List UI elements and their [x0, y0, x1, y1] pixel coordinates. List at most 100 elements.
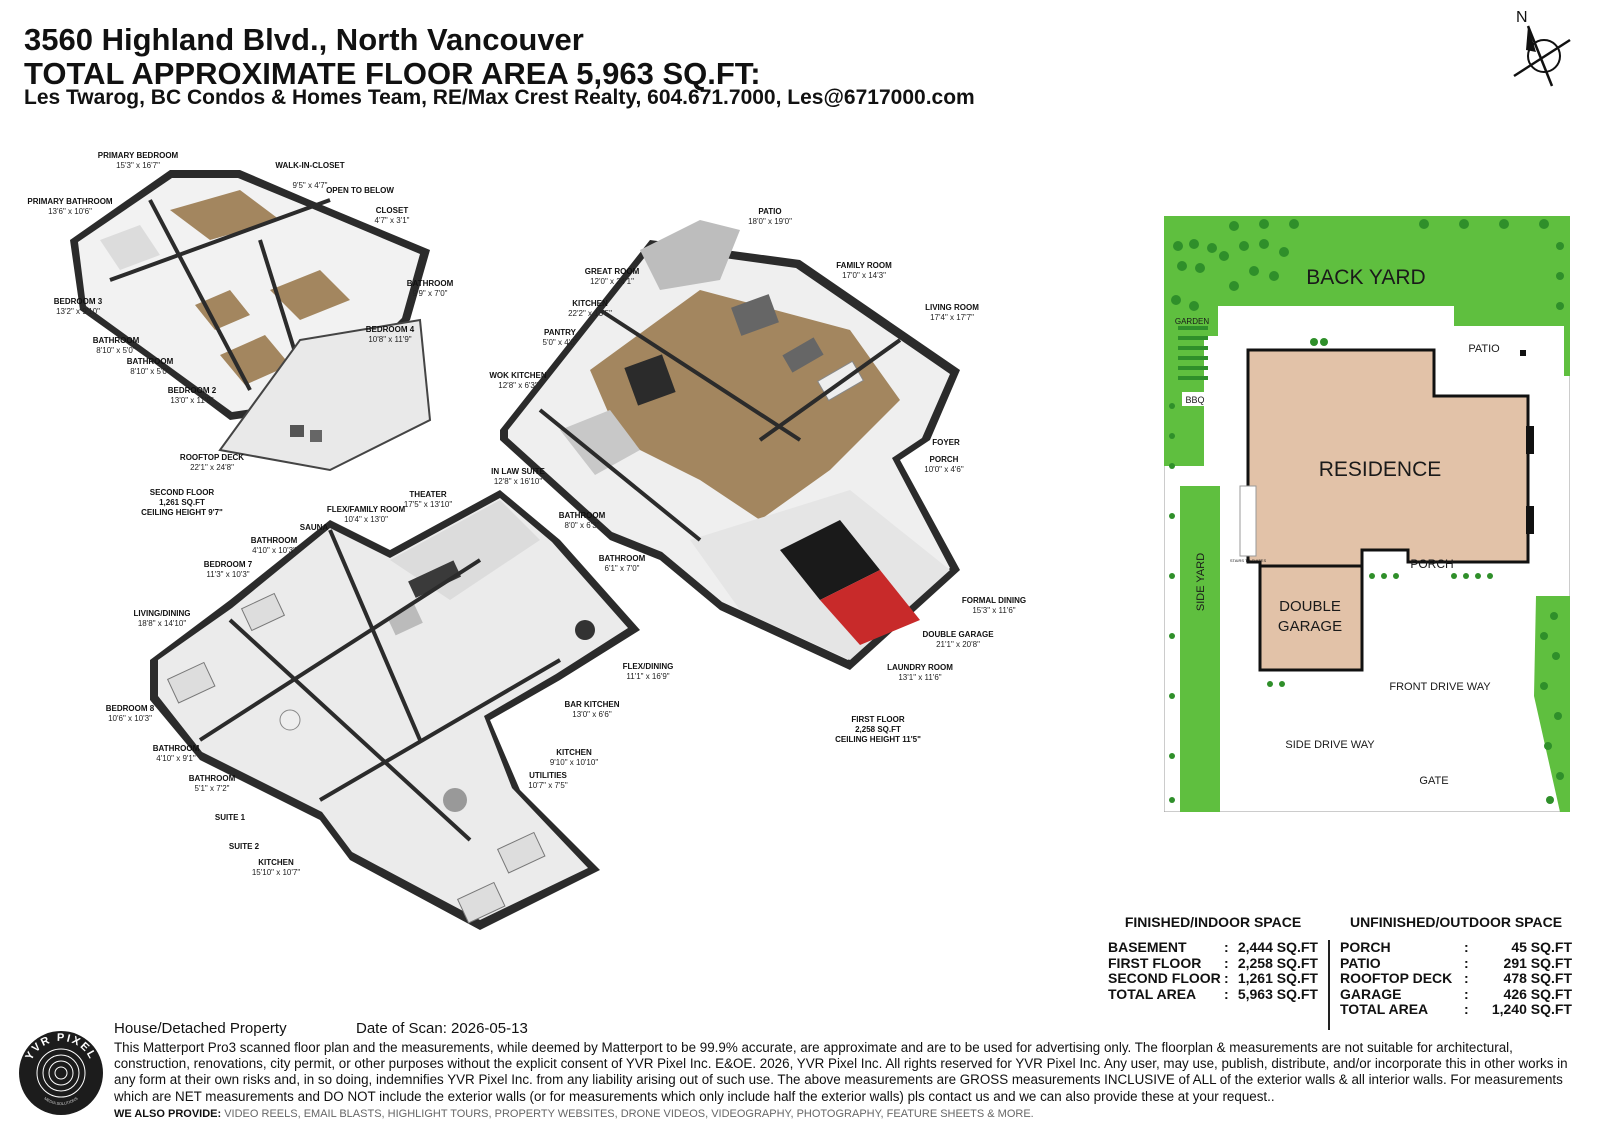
- total-area-title: TOTAL APPROXIMATE FLOOR AREA 5,963 SQ.FT…: [24, 56, 761, 91]
- room-label: PRIMARY BEDROOM: [98, 151, 179, 160]
- svg-text:4'10" x 10'3": 4'10" x 10'3": [252, 546, 296, 555]
- svg-text:SUITE 1: SUITE 1: [215, 813, 246, 822]
- address-title: 3560 Highland Blvd., North Vancouver: [24, 22, 584, 57]
- table-row: PORCH:45 SQ.FT: [1340, 939, 1572, 955]
- svg-text:STAIRS TO SUITES: STAIRS TO SUITES: [1230, 558, 1267, 563]
- svg-text:BATHROOM: BATHROOM: [127, 357, 174, 366]
- svg-text:11'3" x 10'3": 11'3" x 10'3": [206, 570, 249, 579]
- svg-text:10'0" x 4'6": 10'0" x 4'6": [924, 465, 964, 474]
- svg-text:BAR KITCHEN: BAR KITCHEN: [564, 700, 619, 709]
- svg-text:2,258 SQ.FT: 2,258 SQ.FT: [855, 725, 901, 734]
- svg-text:LAUNDRY ROOM: LAUNDRY ROOM: [887, 663, 953, 672]
- svg-text:UTILITIES: UTILITIES: [529, 771, 567, 780]
- svg-text:LIVING/DINING: LIVING/DINING: [134, 609, 191, 618]
- svg-text:PORCH: PORCH: [930, 455, 959, 464]
- svg-text:ROOFTOP DECK: ROOFTOP DECK: [180, 453, 244, 462]
- compass-north-label: N: [1516, 9, 1528, 26]
- svg-text:4'10" x 9'1": 4'10" x 9'1": [156, 754, 196, 763]
- finished-space-table: FINISHED/INDOOR SPACE BASEMENT:2,444 SQ.…: [1108, 914, 1318, 1002]
- svg-text:10'6" x 10'3": 10'6" x 10'3": [108, 714, 152, 723]
- svg-text:IN LAW SUITE: IN LAW SUITE: [491, 467, 545, 476]
- svg-text:FAMILY ROOM: FAMILY ROOM: [836, 261, 892, 270]
- floor-plans-3d: PRIMARY BEDROOM 15'3" x 16'7" WALK-IN-CL…: [27, 151, 1026, 930]
- svg-text:1,261 SQ.FT: 1,261 SQ.FT: [159, 498, 205, 507]
- svg-text:8'10" x 5'0": 8'10" x 5'0": [96, 346, 136, 355]
- table-row: ROOFTOP DECK:478 SQ.FT: [1340, 970, 1572, 986]
- services-label: WE ALSO PROVIDE:: [114, 1108, 222, 1120]
- svg-text:BATHROOM: BATHROOM: [93, 336, 140, 345]
- svg-text:17'4" x 17'7": 17'4" x 17'7": [930, 313, 974, 322]
- svg-text:BATHROOM: BATHROOM: [153, 744, 200, 753]
- svg-text:4'7" x 3'1": 4'7" x 3'1": [375, 216, 410, 225]
- svg-text:SAUNA: SAUNA: [300, 523, 329, 532]
- svg-text:BATHROOM: BATHROOM: [407, 279, 454, 288]
- svg-text:FORMAL DINING: FORMAL DINING: [962, 596, 1026, 605]
- svg-text:BBQ: BBQ: [1185, 395, 1204, 405]
- svg-text:GARAGE: GARAGE: [1278, 618, 1342, 635]
- site-plan: BACK YARD GARDEN PATIO BBQ RESIDENCE SID…: [1164, 216, 1570, 812]
- svg-text:FLEX/FAMILY ROOM: FLEX/FAMILY ROOM: [327, 505, 406, 514]
- svg-text:15'3" x 11'6": 15'3" x 11'6": [972, 606, 1015, 615]
- svg-text:BATHROOM: BATHROOM: [599, 554, 646, 563]
- svg-text:13'0" x 6'6": 13'0" x 6'6": [572, 710, 612, 719]
- svg-text:17'5" x 13'10": 17'5" x 13'10": [404, 500, 452, 509]
- svg-text:OPEN TO BELOW: OPEN TO BELOW: [326, 186, 394, 195]
- svg-text:8'0" x 6'3": 8'0" x 6'3": [565, 521, 600, 530]
- svg-text:FRONT DRIVE WAY: FRONT DRIVE WAY: [1389, 681, 1491, 693]
- svg-text:6'1" x 7'0": 6'1" x 7'0": [605, 564, 640, 573]
- svg-text:10'4" x 13'0": 10'4" x 13'0": [344, 515, 388, 524]
- svg-text:PATIO: PATIO: [1468, 343, 1500, 355]
- svg-text:LIVING ROOM: LIVING ROOM: [925, 303, 979, 312]
- svg-text:FIRST FLOOR: FIRST FLOOR: [851, 715, 905, 724]
- svg-text:GREAT ROOM: GREAT ROOM: [585, 267, 640, 276]
- svg-text:17'0" x 14'3": 17'0" x 14'3": [842, 271, 886, 280]
- svg-text:DOUBLE GARAGE: DOUBLE GARAGE: [922, 630, 994, 639]
- svg-text:KITCHEN: KITCHEN: [556, 748, 592, 757]
- table-row: PATIO:291 SQ.FT: [1340, 954, 1572, 971]
- svg-text:12'8" x 6'3": 12'8" x 6'3": [498, 381, 538, 390]
- table-row: FIRST FLOOR:2,258 SQ.FT: [1108, 954, 1318, 971]
- svg-text:BACK YARD: BACK YARD: [1306, 266, 1425, 289]
- svg-text:BEDROOM 4: BEDROOM 4: [366, 325, 415, 334]
- svg-text:22'2" x 13'5": 22'2" x 13'5": [568, 309, 612, 318]
- table-row: TOTAL AREA:1,240 SQ.FT: [1340, 1001, 1572, 1017]
- svg-text:9'5" x 4'7": 9'5" x 4'7": [293, 181, 328, 190]
- table-row: GARAGE:426 SQ.FT: [1340, 985, 1572, 1002]
- property-type: House/Detached Property: [114, 1020, 287, 1037]
- svg-text:18'8" x 14'10": 18'8" x 14'10": [138, 619, 186, 628]
- svg-text:13'1" x 11'6": 13'1" x 11'6": [898, 673, 941, 682]
- svg-text:BATHROOM: BATHROOM: [559, 511, 606, 520]
- svg-text:13'2" x 9'10": 13'2" x 9'10": [56, 307, 100, 316]
- svg-text:5'1" x 7'2": 5'1" x 7'2": [195, 784, 230, 793]
- compass-icon: N: [1513, 9, 1571, 87]
- svg-text:FOYER: FOYER: [932, 438, 960, 447]
- svg-text:KITCHEN: KITCHEN: [258, 858, 294, 867]
- unfinished-space-table: UNFINISHED/OUTDOOR SPACE PORCH:45 SQ.FT …: [1340, 914, 1572, 1017]
- svg-text:BATHROOM: BATHROOM: [251, 536, 298, 545]
- svg-text:10'7" x 7'5": 10'7" x 7'5": [528, 781, 568, 790]
- first-floor-plan: [500, 220, 960, 670]
- svg-text:PATIO: PATIO: [758, 207, 781, 216]
- svg-text:CEILING HEIGHT 11'5": CEILING HEIGHT 11'5": [835, 735, 921, 744]
- table-row: TOTAL AREA:5,963 SQ.FT: [1108, 985, 1318, 1002]
- svg-text:BEDROOM 7: BEDROOM 7: [204, 560, 253, 569]
- table-divider: [1328, 940, 1330, 1030]
- svg-text:CLOSET: CLOSET: [376, 206, 409, 215]
- svg-text:11'1" x 16'9": 11'1" x 16'9": [626, 672, 669, 681]
- services-list: VIDEO REELS, EMAIL BLASTS, HIGHLIGHT TOU…: [224, 1108, 1034, 1120]
- table-row: BASEMENT:2,444 SQ.FT: [1108, 939, 1318, 955]
- svg-text:BATHROOM: BATHROOM: [189, 774, 236, 783]
- svg-text:21'1" x 20'8": 21'1" x 20'8": [936, 640, 980, 649]
- svg-text:12'0" x 24'1": 12'0" x 24'1": [590, 277, 634, 286]
- svg-text:BEDROOM 3: BEDROOM 3: [54, 297, 103, 306]
- svg-text:SECOND FLOOR: SECOND FLOOR: [150, 488, 215, 497]
- svg-text:GATE: GATE: [1419, 775, 1448, 787]
- table-row: SECOND FLOOR:1,261 SQ.FT: [1108, 970, 1318, 986]
- svg-text:15'3" x 16'7": 15'3" x 16'7": [116, 161, 160, 170]
- svg-text:SIDE DRIVE WAY: SIDE DRIVE WAY: [1285, 739, 1375, 751]
- svg-text:15'10" x 10'7": 15'10" x 10'7": [252, 868, 300, 877]
- svg-text:WALK-IN-CLOSET: WALK-IN-CLOSET: [275, 161, 344, 170]
- svg-text:13'0" x 11'9": 13'0" x 11'9": [170, 396, 213, 405]
- svg-text:8'10" x 5'0": 8'10" x 5'0": [130, 367, 170, 376]
- svg-text:12'8" x 16'10": 12'8" x 16'10": [494, 477, 542, 486]
